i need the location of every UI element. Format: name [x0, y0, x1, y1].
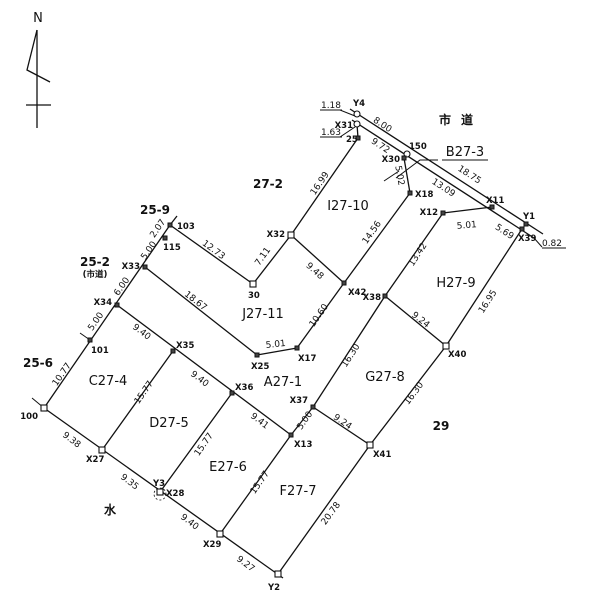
- dimension-label: 15.77: [133, 379, 156, 406]
- parcel-D: D27-5: [149, 416, 189, 431]
- dimension-label: 5.02: [392, 165, 405, 186]
- point-label: X17: [298, 354, 316, 364]
- dimension-label: 9.41: [248, 411, 270, 431]
- point-label: X18: [415, 190, 433, 200]
- dimension-label: 6.00: [113, 276, 133, 298]
- parcel-C: C27-4: [89, 374, 128, 389]
- dimension-label: 13.42: [407, 241, 429, 268]
- dimension-label: 9.40: [178, 512, 200, 532]
- dimension-label: 16.30: [403, 380, 427, 407]
- dimension-label: 15.77: [249, 469, 272, 496]
- dimension-labels: 1.18 1.63 8.00 9.72 16.99 5.02 13.09 18.…: [51, 101, 562, 574]
- boundary-lines: [31, 109, 566, 579]
- dimension-label: 9.35: [118, 472, 140, 492]
- point-label: X39: [518, 234, 536, 244]
- dimension-label: 16.30: [340, 342, 363, 369]
- parcel-I: I27-10: [327, 199, 369, 214]
- neighbor-lot-25-2: 25-2: [80, 255, 110, 269]
- north-arrow-icon: N: [26, 11, 51, 128]
- dimension-label: 5.01: [456, 220, 477, 232]
- parcel-labels: I27-10 B27-3 J27-11 H27-9 C27-4 A27-1 G2…: [89, 145, 485, 499]
- point-label: 103: [177, 222, 195, 232]
- survey-points: [40, 110, 529, 578]
- parcel-F: F27-7: [280, 484, 317, 499]
- point-label: X34: [94, 298, 112, 308]
- point-label: X27: [86, 455, 104, 465]
- point-labels: Y4 X31 25 150 X30 X18 X12 X11 Y1 X39 X32…: [20, 99, 536, 593]
- point-label: X28: [166, 489, 184, 499]
- point-label: Y2: [267, 583, 280, 593]
- point-label: X41: [373, 450, 391, 460]
- dimension-label: 15.77: [193, 431, 216, 458]
- point-label: 115: [163, 243, 181, 253]
- neighbor-lot-27-2: 27-2: [253, 177, 283, 191]
- parcel-J: J27-11: [241, 307, 284, 322]
- dimension-label: 9.48: [304, 261, 326, 282]
- point-label: X42: [348, 288, 366, 298]
- dimension-label: 0.82: [542, 239, 562, 249]
- road-strip: [349, 108, 544, 239]
- point-label: Y3: [152, 479, 165, 489]
- point-label: X12: [420, 208, 438, 218]
- dimension-label: 5.00: [296, 410, 316, 432]
- parcel-A: A27-1: [264, 375, 302, 390]
- point-label: 25: [346, 135, 358, 145]
- point-label: 30: [248, 291, 260, 301]
- parcel-B: B27-3: [446, 145, 484, 160]
- point-label: 101: [91, 346, 109, 356]
- dimension-label: 7.11: [254, 246, 274, 268]
- dimension-label: 5.01: [265, 339, 286, 351]
- water-label: 水: [104, 502, 117, 517]
- dimension-label: 1.18: [321, 101, 341, 111]
- city-road-left-label: (市道): [83, 269, 108, 280]
- point-label: X36: [235, 383, 253, 393]
- parcel-E: E27-6: [209, 460, 247, 475]
- parcel-H: H27-9: [436, 276, 475, 291]
- point-label: 150: [409, 142, 427, 152]
- dimension-label: 8.00: [371, 116, 393, 135]
- dimension-label: 9.24: [409, 310, 431, 330]
- dimension-label: 5.69: [493, 223, 515, 242]
- point-label: X40: [448, 350, 466, 360]
- dimension-label: 9.24: [331, 413, 353, 433]
- point-label: Y1: [522, 212, 535, 222]
- point-label: X30: [382, 155, 400, 165]
- dimension-label: 13.09: [430, 177, 457, 200]
- point-label: X32: [267, 230, 285, 240]
- neighbor-lot-25-9: 25-9: [140, 203, 170, 217]
- dimension-label: 18.67: [182, 290, 208, 314]
- neighbor-lot-labels: 27-2 25-9 25-2 (市道) 25-6 29 市道 水: [23, 112, 483, 517]
- dimension-label: 1.63: [321, 128, 341, 138]
- dimension-label: 18.75: [456, 164, 483, 186]
- point-label: X31: [335, 121, 353, 131]
- leader-underlines: [320, 109, 488, 161]
- point-label: X25: [251, 362, 269, 372]
- point-label: Y4: [352, 99, 365, 109]
- neighbor-lot-25-6: 25-6: [23, 356, 53, 370]
- dimension-label: 9.40: [130, 322, 152, 342]
- dimension-label: 10.77: [51, 361, 74, 388]
- point-label: X38: [363, 293, 381, 303]
- point-label: 100: [20, 412, 38, 422]
- north-label: N: [33, 11, 43, 26]
- dimension-label: 9.72: [369, 137, 391, 156]
- point-label: X29: [203, 540, 221, 550]
- dimension-label: 12.73: [200, 239, 227, 262]
- neighbor-lot-29: 29: [433, 419, 450, 433]
- point-label: X35: [176, 341, 194, 351]
- parcel-G: G27-8: [365, 370, 405, 385]
- dimension-label: 20.78: [320, 500, 343, 527]
- city-road-label: 市道: [439, 112, 483, 127]
- point-label: X13: [294, 440, 312, 450]
- point-label: X11: [486, 196, 504, 206]
- point-label: X37: [290, 396, 308, 406]
- dimension-label: 5.00: [140, 240, 160, 262]
- point-label: X33: [122, 262, 140, 272]
- dimension-label: 10.60: [308, 302, 331, 329]
